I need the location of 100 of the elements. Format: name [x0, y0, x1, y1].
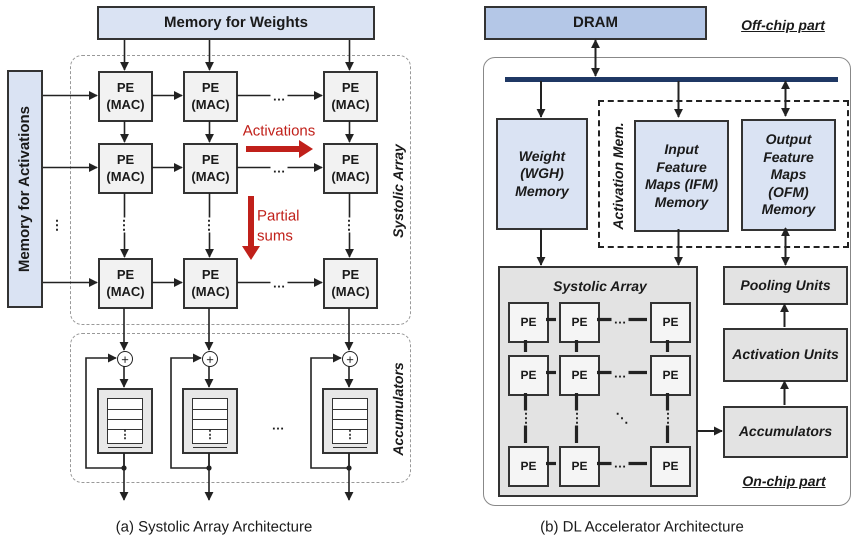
pe-box — [183, 71, 238, 122]
node-label: PE — [520, 459, 536, 474]
arrow — [591, 39, 600, 77]
arrow — [344, 453, 354, 501]
pe-box — [650, 302, 691, 343]
connector-line — [597, 370, 647, 374]
pe-box — [559, 446, 600, 487]
flow-label: Partial sums — [257, 206, 301, 246]
register-box — [182, 388, 238, 454]
caption: (b) DL Accelerator Architecture — [540, 520, 744, 534]
node-label: Pooling Units — [740, 276, 831, 294]
pe-box — [323, 71, 378, 122]
node-label: Weight (WGH) Memory — [514, 148, 570, 200]
dashed-group — [598, 100, 849, 248]
ellipsis-text: … — [272, 418, 284, 432]
node-label: PE — [571, 315, 588, 330]
ellipsis-text: ⋮ — [50, 218, 64, 232]
node-label: + — [346, 352, 354, 366]
pe-box — [98, 143, 153, 194]
arrow — [674, 229, 683, 266]
node-label: PE (MAC) — [105, 80, 146, 113]
arrow — [345, 121, 354, 143]
flow-label: Activations — [242, 124, 316, 138]
node-label: PE (MAC) — [190, 152, 231, 185]
node-label: Activation Units — [732, 346, 839, 364]
memory-box — [97, 6, 375, 40]
node-label: PE — [520, 315, 536, 330]
connector-line — [546, 370, 556, 374]
caption: (a) Systolic Array Architecture — [116, 520, 312, 534]
arrow — [120, 366, 128, 388]
node-label: PE (MAC) — [330, 267, 371, 300]
node-label: DRAM — [573, 14, 618, 32]
arrow — [43, 91, 98, 100]
arrow — [152, 91, 183, 100]
arrow — [237, 163, 323, 172]
node-label: Accumulators — [738, 423, 832, 441]
ellipsis-text: ⋮ — [204, 430, 216, 441]
arrow — [120, 121, 129, 143]
arrow — [120, 453, 128, 501]
pe-box — [508, 355, 549, 396]
arrow — [237, 91, 323, 100]
connector-line — [546, 462, 556, 466]
node-label: Output Feature Maps (OFM) Memory — [760, 131, 817, 219]
register-box — [322, 388, 378, 454]
node-label: Memory for Weights — [164, 14, 308, 32]
memory-box — [741, 119, 836, 231]
arrow — [120, 308, 128, 351]
node-label: PE — [571, 459, 588, 474]
arrow — [345, 40, 354, 71]
connector-line — [574, 340, 578, 352]
arrow — [237, 278, 323, 287]
arrow — [43, 278, 98, 287]
arrow — [344, 366, 354, 388]
pe-box — [559, 302, 600, 343]
arrow — [43, 163, 98, 172]
adder-circle — [342, 351, 358, 367]
adder-circle — [117, 351, 133, 367]
group-title: On-chip part — [742, 473, 826, 489]
arrow — [780, 380, 789, 405]
memory-box — [7, 70, 43, 308]
pe-box — [323, 258, 378, 309]
arrow — [536, 81, 546, 118]
ellipsis-text: ⋱ — [616, 412, 628, 424]
node-label: PE — [662, 368, 678, 383]
register-box — [97, 388, 153, 454]
ellipsis-text: ⋮ — [120, 430, 130, 441]
node-label: + — [206, 352, 214, 366]
group-title: Activation Mem. — [610, 122, 626, 230]
pe-box — [98, 258, 153, 309]
systolic-array-panel — [498, 266, 698, 497]
unit-box — [723, 266, 848, 305]
arrow — [205, 40, 214, 71]
chip-boundary — [483, 57, 851, 506]
node-label: + — [121, 352, 129, 366]
arrow — [205, 121, 214, 143]
connector-line — [666, 340, 670, 352]
arrow — [536, 229, 546, 266]
connector-line — [597, 462, 647, 466]
pe-box — [508, 302, 549, 343]
group-title: Systolic Array — [553, 278, 647, 294]
dashed-group — [70, 333, 411, 483]
arrow — [120, 40, 129, 71]
arrow — [204, 453, 214, 501]
pe-box — [508, 446, 549, 487]
node-label: PE (MAC) — [330, 152, 371, 185]
node-label: PE (MAC) — [105, 267, 146, 300]
node-label: Input Feature Maps (IFM) Memory — [644, 141, 720, 211]
arrow — [152, 163, 183, 172]
unit-box — [723, 328, 848, 382]
connector-line — [546, 318, 556, 322]
arrow — [780, 303, 789, 327]
node-label: PE — [571, 368, 588, 383]
node-label: PE — [662, 459, 678, 474]
node-label: PE — [662, 315, 678, 330]
node-label: PE (MAC) — [105, 152, 146, 185]
dram-box — [484, 6, 707, 40]
pe-box — [323, 143, 378, 194]
node-label: PE (MAC) — [330, 80, 371, 113]
node-label: PE — [520, 368, 536, 383]
node-label: Memory for Activations — [16, 106, 34, 272]
